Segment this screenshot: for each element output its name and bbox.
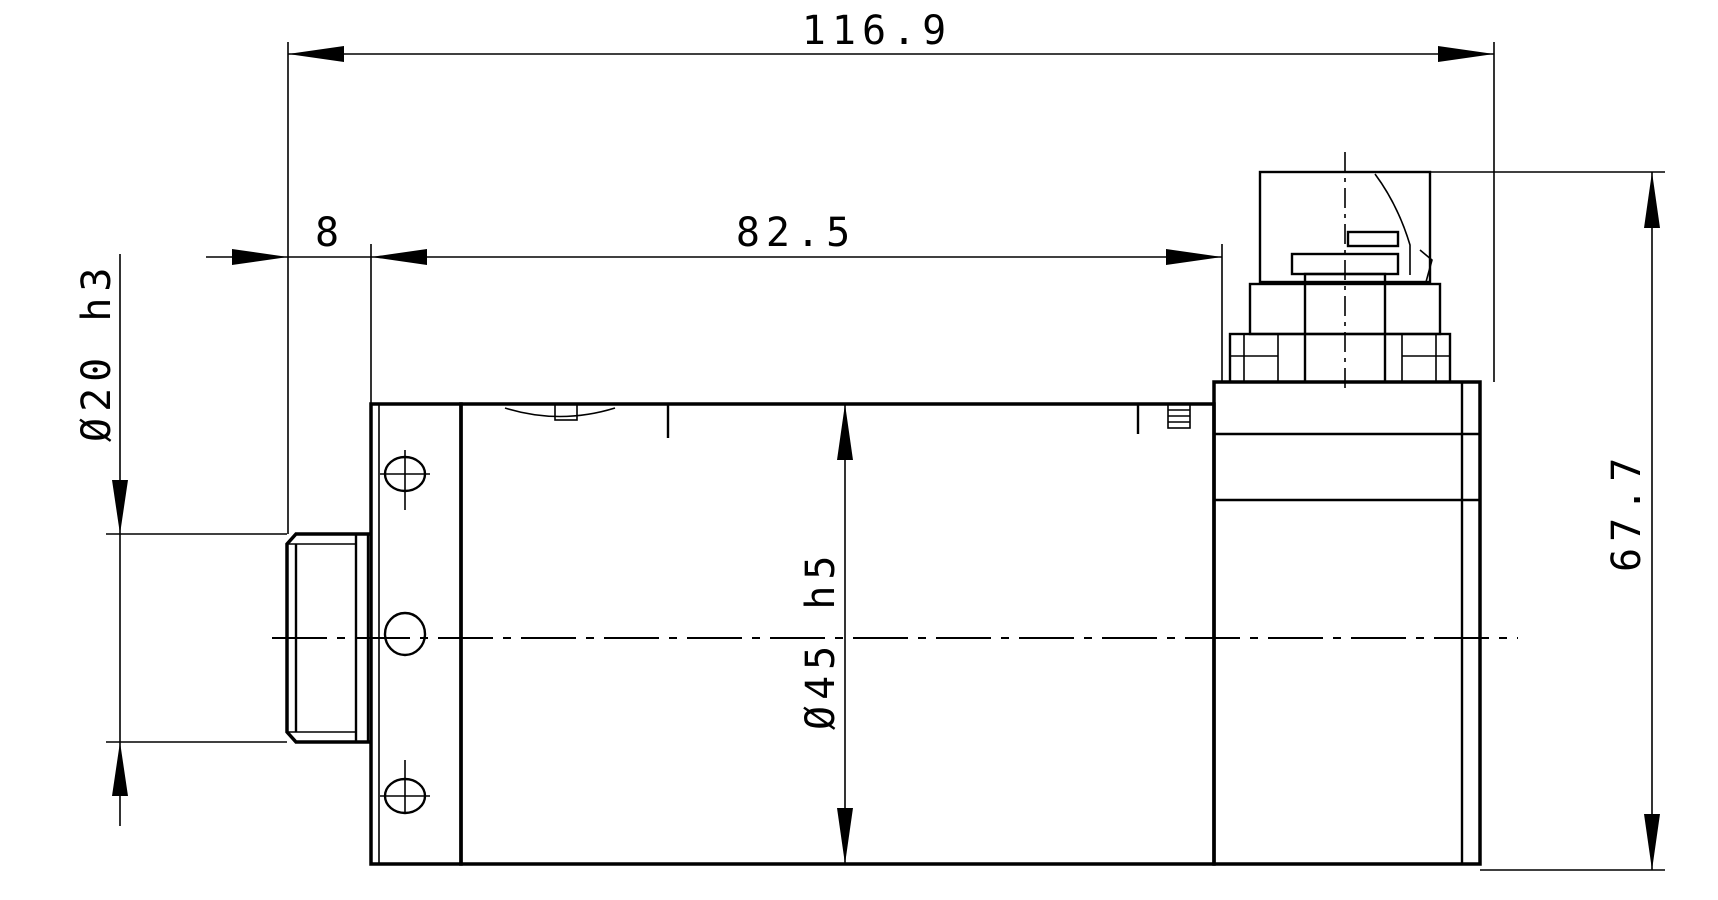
dim-overall-length: 116.9 xyxy=(287,8,1495,534)
body-diameter-label: Ø45 h5 xyxy=(798,550,844,731)
dim-body-diameter: Ø45 h5 xyxy=(798,404,853,864)
rear-cap xyxy=(1212,380,1482,866)
dim-overall-height: 67.7 xyxy=(1430,171,1665,871)
shaft-diameter-label: Ø20 h3 xyxy=(74,262,120,443)
flange-hole-top xyxy=(380,450,430,510)
flange-hole-center xyxy=(383,611,427,657)
dim-shaft-diameter: Ø20 h3 xyxy=(74,254,287,826)
flange-hole-bottom xyxy=(380,760,430,815)
body-length-label: 82.5 xyxy=(736,210,856,256)
overall-length-label: 116.9 xyxy=(802,8,952,54)
overall-height-label: 67.7 xyxy=(1604,452,1650,572)
dim-body-length: 8 82.5 xyxy=(206,210,1223,404)
shaft-offset-label: 8 xyxy=(315,210,345,256)
spindle-body xyxy=(285,152,1482,866)
connector xyxy=(1228,152,1452,392)
